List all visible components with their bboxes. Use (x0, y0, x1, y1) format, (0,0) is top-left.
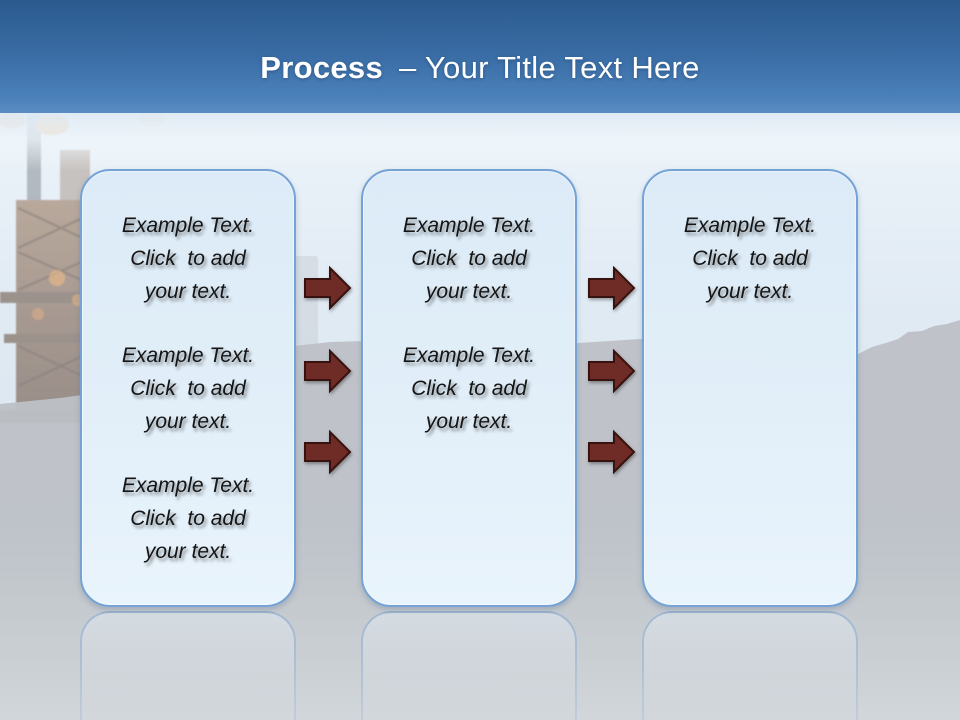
box-reflection (80, 611, 296, 720)
text-line: Click to add (130, 377, 246, 400)
text-line: Example Text. (402, 344, 536, 367)
arrow-right-icon[interactable] (304, 266, 352, 310)
text-placeholder[interactable]: Example Text. Click to add your text. (82, 209, 294, 308)
text-line: your text. (706, 280, 794, 303)
text-line: your text. (425, 280, 513, 303)
title-bar: Process – Your Title Text Here (0, 50, 960, 86)
text-line: your text. (144, 540, 232, 563)
arrow-right-icon[interactable] (588, 430, 636, 474)
text-placeholder[interactable]: Example Text. Click to add your text. (644, 209, 856, 308)
text-line: Example Text. (121, 474, 255, 497)
text-line: your text. (425, 410, 513, 433)
header-band (0, 0, 960, 113)
text-line: Click to add (130, 247, 246, 270)
text-line: Example Text. (402, 214, 536, 237)
box-reflection (642, 611, 858, 720)
arrow-right-icon[interactable] (304, 430, 352, 474)
text-line: Example Text. (683, 214, 817, 237)
box-reflection (361, 611, 577, 720)
text-placeholder[interactable]: Example Text. Click to add your text. (363, 339, 575, 438)
text-line: your text. (144, 280, 232, 303)
process-box-step-1[interactable]: Example Text. Click to add your text. Ex… (80, 169, 296, 607)
text-line: your text. (144, 410, 232, 433)
slide-title[interactable]: Process – Your Title Text Here (0, 50, 960, 86)
text-line: Click to add (411, 247, 527, 270)
text-placeholder[interactable]: Example Text. Click to add your text. (82, 339, 294, 438)
text-line: Click to add (130, 507, 246, 530)
process-box-step-3[interactable]: Example Text. Click to add your text. (642, 169, 858, 607)
arrow-right-icon[interactable] (588, 266, 636, 310)
arrow-right-icon[interactable] (588, 349, 636, 393)
title-topic: Process (260, 50, 384, 85)
text-placeholder[interactable]: Example Text. Click to add your text. (363, 209, 575, 308)
arrow-right-icon[interactable] (304, 349, 352, 393)
text-line: Click to add (411, 377, 527, 400)
text-line: Click to add (692, 247, 808, 270)
text-line: Example Text. (121, 344, 255, 367)
text-line: Example Text. (121, 214, 255, 237)
title-subtitle: – Your Title Text Here (399, 50, 700, 85)
process-box-step-2[interactable]: Example Text. Click to add your text. Ex… (361, 169, 577, 607)
header-fade (0, 113, 960, 171)
text-placeholder[interactable]: Example Text. Click to add your text. (82, 469, 294, 568)
